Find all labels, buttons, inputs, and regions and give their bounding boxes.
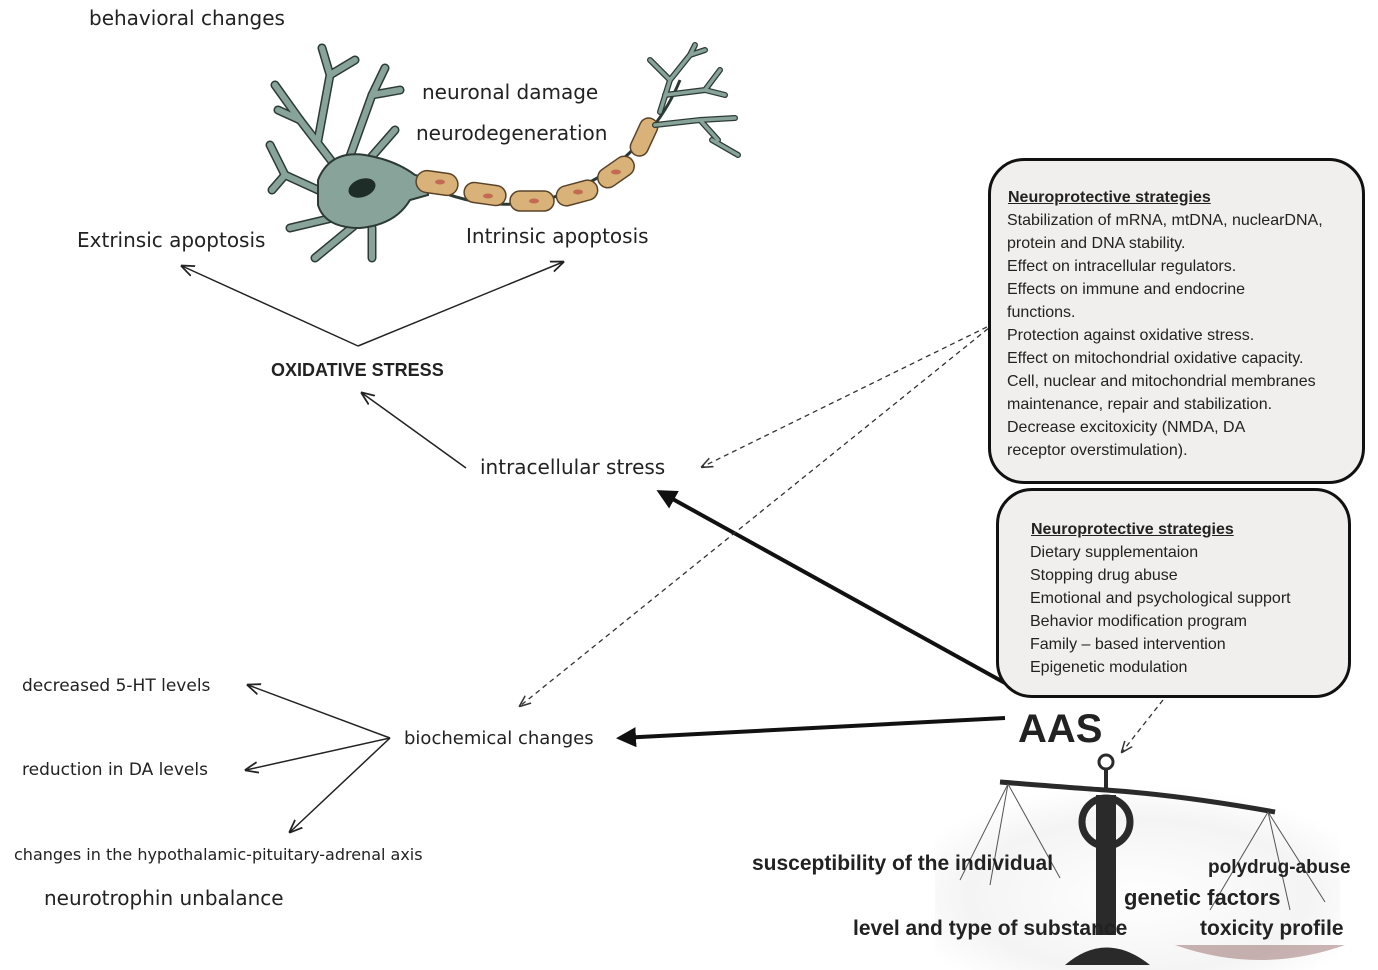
neuron-icon [265,42,741,263]
box2-item: Emotional and psychological support [1030,590,1291,607]
label-intracellular-stress: intracellular stress [480,455,666,479]
box2-item: Dietary supplementaion [1030,544,1199,561]
box2-item: Behavior modification program [1030,613,1247,630]
arrow-to-5ht [248,685,391,739]
label-level-type-substance: level and type of substance [853,917,1128,940]
label-extrinsic-apoptosis: Extrinsic apoptosis [77,228,266,252]
dashed-arrow-to-intracellular [702,322,996,467]
label-genetic-factors: genetic factors [1124,885,1281,910]
label-intrinsic-apoptosis: Intrinsic apoptosis [466,224,649,248]
box1-item: Decrease excitoxicity (NMDA, DA [1007,419,1246,436]
box1-item: Stabilization of mRNA, mtDNA, nuclearDNA… [1007,212,1323,229]
box1-item: maintenance, repair and stabilization. [1007,396,1273,413]
label-neurodegeneration: neurodegeneration [416,121,608,145]
arrow-aas-to-biochemical [616,716,1006,748]
box1-item: Effect on mitochondrial oxidative capaci… [1007,350,1304,367]
label-decreased-5ht: decreased 5-HT levels [22,676,211,696]
arrow-to-hpa [290,737,391,832]
dashed-arrow-to-scale [1122,699,1164,752]
arrow-to-oxidative [362,393,467,469]
arrow-aas-to-intracellular [656,490,1006,685]
neuroprotective-strategies-box-cellular: Neuroprotective strategies Stabilization… [988,158,1365,484]
box1-item: Protection against oxidative stress. [1007,327,1255,344]
box1-item: receptor overstimulation). [1007,442,1188,459]
label-neurotrophin-unbalance: neurotrophin unbalance [44,886,284,910]
arrow-to-extrinsic [182,266,359,347]
arrow-to-intrinsic [357,262,563,347]
box2-title: Neuroprotective strategies [1031,521,1234,538]
dashed-arrow-to-biochemical [520,322,996,706]
box2-list: Dietary supplementaion Stopping drug abu… [1029,541,1338,679]
label-reduction-da: reduction in DA levels [22,760,208,780]
label-toxicity-profile: toxicity profile [1200,917,1344,940]
label-polydrug-abuse: polydrug-abuse [1208,857,1351,878]
box1-item: Effects on immune and endocrine [1007,281,1246,298]
box1-list: Stabilization of mRNA, mtDNA, nuclearDNA… [1006,209,1350,462]
balance-scale-icon [935,753,1345,970]
label-neuronal-damage: neuronal damage [422,80,599,104]
box1-item: Cell, nuclear and mitochondrial membrane… [1007,373,1316,390]
neuroprotective-strategies-box-behavioral: Neuroprotective strategies Dietary suppl… [996,488,1351,698]
box1-item: Effect on intracellular regulators. [1007,258,1237,275]
box1-title: Neuroprotective strategies [1008,189,1211,206]
label-hpa-axis: changes in the hypothalamic-pituitary-ad… [14,845,423,864]
arrow-to-da [246,737,391,770]
box1-item: protein and DNA stability. [1007,235,1186,252]
box1-item: functions. [1007,304,1076,321]
label-susceptibility: susceptibility of the individual [752,852,1054,875]
label-biochemical-changes: biochemical changes [404,728,594,749]
label-behavioral-changes: behavioral changes [89,6,285,30]
box2-item: Stopping drug abuse [1030,567,1178,584]
label-aas: AAS [1018,707,1103,751]
label-oxidative-stress: OXIDATIVE STRESS [271,360,444,380]
box2-item: Family – based intervention [1030,636,1226,653]
box2-item: Epigenetic modulation [1030,659,1188,676]
